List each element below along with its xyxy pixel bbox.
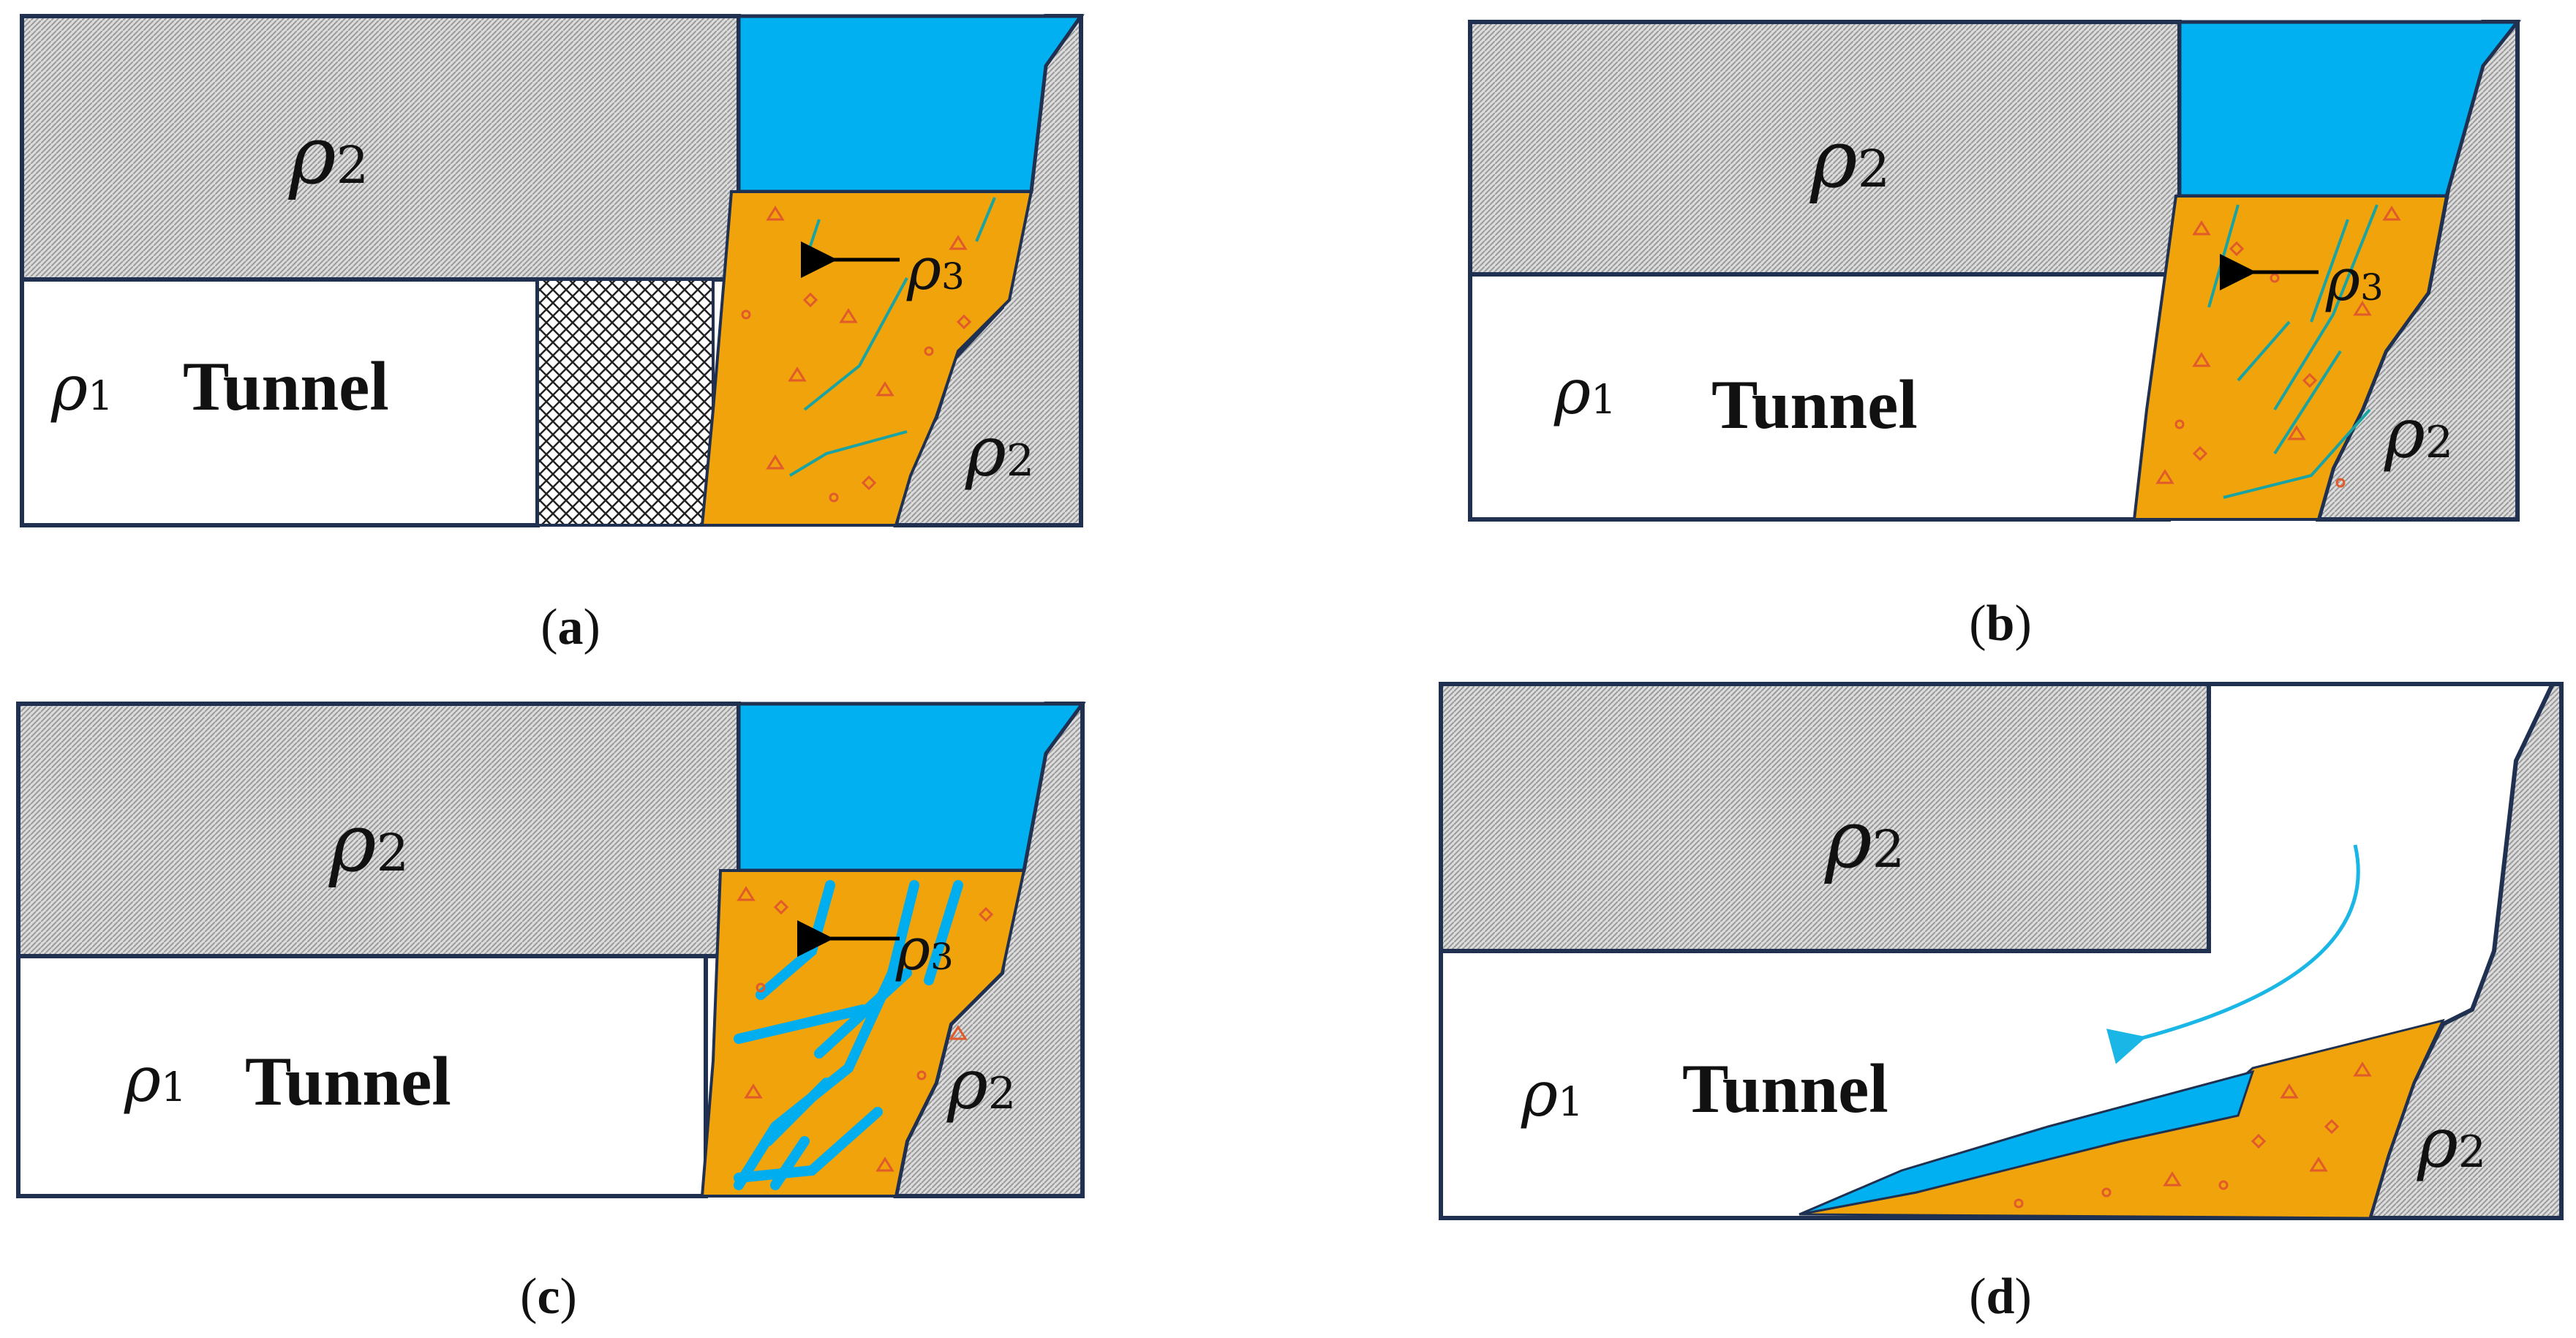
fault-zone xyxy=(700,190,1033,527)
water-body xyxy=(737,702,1086,873)
tunnel-label: Tunnel xyxy=(245,1042,451,1120)
water-pool xyxy=(1799,1070,2255,1216)
upper-density-label: ρ2 xyxy=(328,796,409,890)
tunnel-area xyxy=(1468,272,2171,522)
panel-caption: (b) xyxy=(1969,595,2032,652)
inclusion-marks xyxy=(741,206,972,503)
tunnel-area xyxy=(16,954,708,1198)
panel-b: ρ3 ρ2 ρ1 Tunnel ρ2 (b) xyxy=(1468,20,2522,652)
water-body xyxy=(2177,20,2522,198)
upper-rock-layer xyxy=(16,702,741,958)
upper-rock-layer xyxy=(1468,20,2182,277)
upper-density-label: ρ2 xyxy=(1809,112,1890,206)
tunnel-area xyxy=(20,277,540,527)
right-rock-density-label: ρ2 xyxy=(2384,394,2453,474)
fault-density-label: ρ3 xyxy=(906,235,965,303)
inclusion-marks xyxy=(2155,206,2401,488)
panel-c: ρ3 ρ2 ρ1 Tunnel ρ2 (c) xyxy=(16,702,1086,1325)
upper-density-label: ρ2 xyxy=(1824,792,1905,886)
right-rock-density-label: ρ2 xyxy=(965,412,1034,492)
crosshatch-zone xyxy=(536,278,715,527)
fault-zone xyxy=(2132,195,2449,521)
upper-rock-layer xyxy=(20,14,741,282)
tunnel-density-label: ρ1 xyxy=(124,1044,187,1116)
fracture-lines xyxy=(2207,204,2379,499)
right-rock-density-label: ρ2 xyxy=(2417,1103,2486,1184)
water-flow-arrow xyxy=(2106,844,2360,1064)
inclusion-marks xyxy=(2014,1061,2372,1209)
panel-caption: (d) xyxy=(1969,1269,2032,1325)
panel-a: ρ3 ρ2 ρ1 Tunnel ρ2 (a) xyxy=(20,14,1085,655)
upper-rock-layer xyxy=(1439,682,2211,953)
panel-caption: (a) xyxy=(541,599,600,655)
upper-density-label: ρ2 xyxy=(288,108,369,202)
tunnel-density-label: ρ1 xyxy=(50,353,113,425)
tunnel-label: Tunnel xyxy=(1682,1050,1888,1127)
fault-density-label: ρ3 xyxy=(2325,246,2384,314)
water-body xyxy=(737,14,1085,194)
panel-caption: (c) xyxy=(520,1269,577,1325)
tunnel-density-label: ρ1 xyxy=(1553,356,1616,429)
tunnel-label: Tunnel xyxy=(183,347,389,425)
panel-d: ρ2 ρ1 Tunnel ρ2 (d) xyxy=(1439,682,2564,1325)
fault-density-label: ρ3 xyxy=(895,915,954,983)
fracture-lines xyxy=(788,197,996,477)
tunnel-label: Tunnel xyxy=(1711,366,1918,443)
right-rock-density-label: ρ2 xyxy=(946,1045,1016,1125)
inclusion-marks xyxy=(737,886,994,1172)
tunnel-density-label: ρ1 xyxy=(1521,1059,1583,1131)
